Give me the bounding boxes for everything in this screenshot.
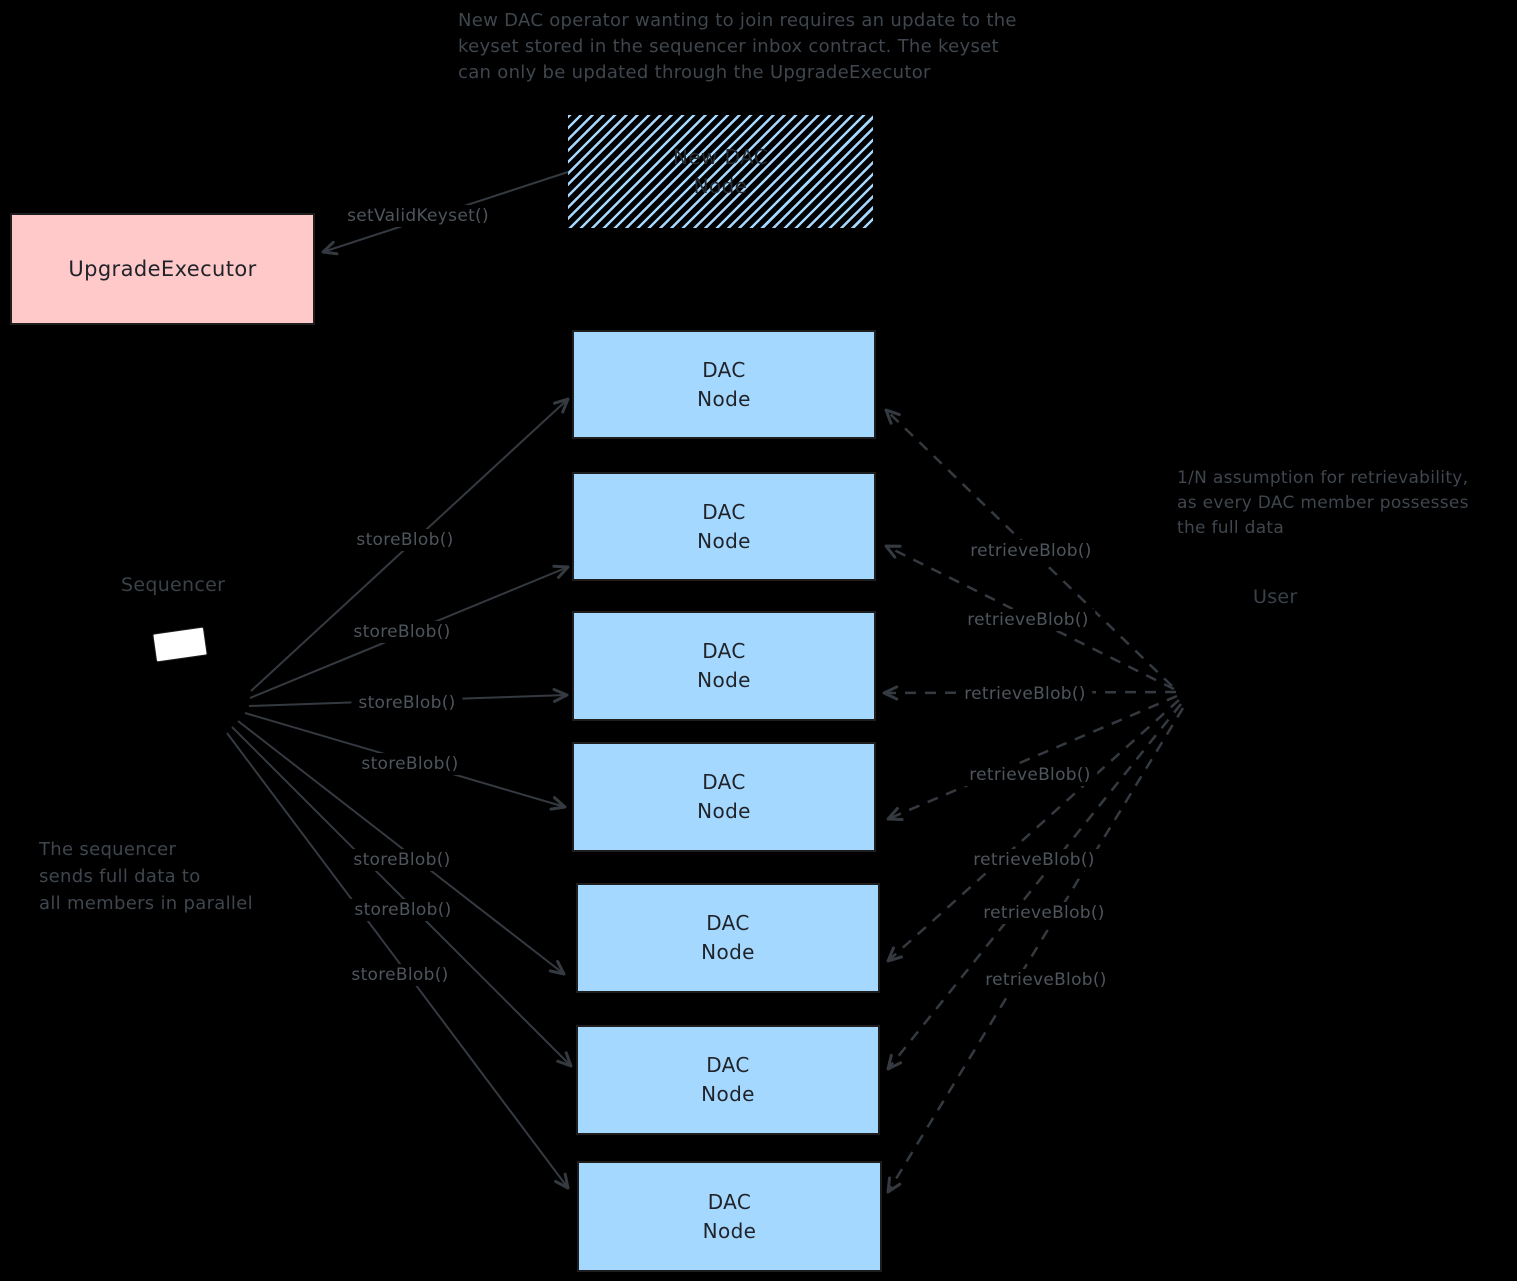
retrieve-blob-label-3: retrieveBlob()	[957, 683, 1093, 705]
dac-node-label: DAC Node	[697, 499, 751, 553]
retrieve-blob-arrow-7	[886, 707, 1185, 1194]
dac-node-label: DAC Node	[697, 357, 751, 411]
retrieve-blob-arrow-6	[886, 703, 1182, 1071]
dac-node-label: DAC Node	[702, 1189, 757, 1243]
store-blob-arrow-6	[231, 726, 573, 1068]
store-blob-label-2: storeBlob()	[346, 621, 458, 643]
set-valid-keyset-label: setValidKeyset()	[340, 205, 496, 227]
upgrade-executor-box: UpgradeExecutor	[10, 213, 315, 325]
dac-node-label: DAC Node	[697, 770, 751, 823]
store-blob-label-3: storeBlob()	[351, 692, 463, 714]
retrieve-blob-label-7: retrieveBlob()	[978, 969, 1114, 991]
retrieve-blob-label-5: retrieveBlob()	[966, 849, 1102, 871]
retrieve-blob-label-1: retrieveBlob()	[963, 540, 1099, 562]
store-blob-label-4: storeBlob()	[354, 753, 466, 775]
retrieve-blob-arrow-4	[886, 694, 1178, 822]
retrieve-blob-arrow-1	[884, 408, 1173, 687]
dac-node-label: DAC Node	[701, 1053, 755, 1106]
dac-node-box-5: DAC Node	[576, 883, 880, 993]
store-blob-arrow-5	[237, 720, 566, 976]
dac-node-box-6: DAC Node	[576, 1025, 880, 1135]
note-retrievability: 1/N assumption for retrievability, as ev…	[1177, 468, 1469, 538]
store-blob-label-1: storeBlob()	[349, 529, 461, 551]
store-blob-label-7: storeBlob()	[344, 964, 456, 986]
store-blob-label-6: storeBlob()	[347, 899, 459, 921]
dac-node-box-1: DAC Node	[572, 330, 876, 439]
store-blob-arrow-7	[226, 732, 570, 1190]
note-keyset-update: New DAC operator wanting to join require…	[458, 10, 1017, 83]
retrieve-blob-arrow-5	[886, 699, 1180, 963]
dac-node-label: DAC Node	[701, 911, 755, 964]
dac-node-box-4: DAC Node	[572, 742, 876, 852]
retrieve-blob-label-2: retrieveBlob()	[960, 609, 1096, 631]
new-dac-node-label: New DAC Node	[672, 144, 769, 198]
dac-node-box-7: DAC Node	[577, 1161, 882, 1272]
retrieve-blob-label-4: retrieveBlob()	[962, 764, 1098, 786]
new-dac-node-box: New DAC Node	[568, 115, 873, 228]
sequencer-label: Sequencer	[121, 574, 226, 596]
upgrade-executor-label: UpgradeExecutor	[68, 256, 257, 281]
note-parallel-send: The sequencer sends full data to all mem…	[39, 839, 253, 914]
dac-node-box-2: DAC Node	[572, 472, 876, 581]
retrieve-blob-label-6: retrieveBlob()	[976, 902, 1112, 924]
dac-node-box-3: DAC Node	[572, 611, 876, 721]
user-label: User	[1253, 586, 1298, 608]
store-blob-label-5: storeBlob()	[346, 849, 458, 871]
dac-node-label: DAC Node	[697, 639, 751, 692]
